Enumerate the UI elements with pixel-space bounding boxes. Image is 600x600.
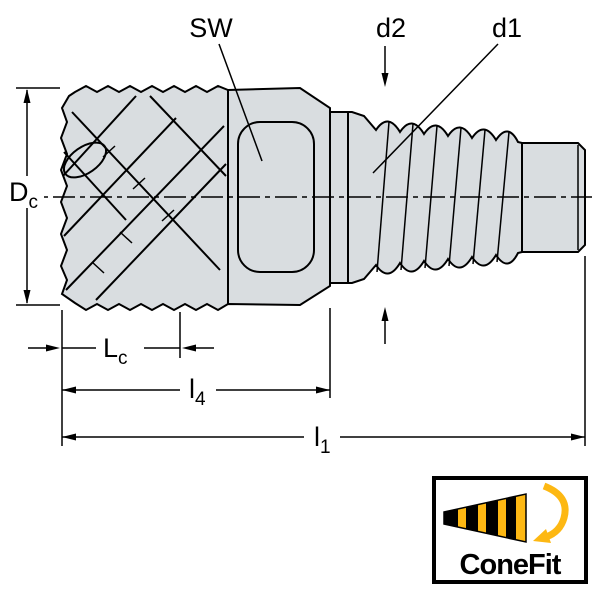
dimension-lc: Lc: [28, 310, 214, 446]
rotation-arrow-icon: [533, 482, 569, 543]
cutter-head: [59, 84, 331, 312]
arrowhead-left: [62, 433, 76, 441]
label-sw-group: SW: [189, 13, 263, 162]
flute-serration: [119, 231, 133, 244]
conefit-cone-icon: [443, 493, 527, 543]
leader-line: [372, 43, 499, 174]
conefit-logo: ConeFit: [432, 476, 588, 584]
dimension-d2: d2: [376, 13, 406, 344]
shank: [329, 111, 586, 284]
flute-serration: [132, 177, 146, 190]
flute-line: [149, 95, 227, 177]
arrowhead-left: [182, 344, 196, 352]
label-mask: [4, 176, 44, 208]
dimension-dc: Dc: [4, 87, 60, 306]
label-mask: [180, 374, 216, 406]
flute-serration: [91, 261, 105, 274]
label-d1: d1: [492, 13, 522, 43]
flute-line: [63, 117, 177, 237]
leader-line: [218, 43, 263, 162]
label-mask: [304, 422, 340, 452]
rotation-arrow-curve: [542, 482, 569, 541]
thread-helix-line: [376, 121, 390, 273]
cone-stripe: [444, 509, 458, 527]
flute-line: [71, 111, 221, 271]
arrowhead-down: [23, 290, 31, 304]
arrowhead-up: [381, 307, 389, 321]
flute-line: [63, 151, 127, 221]
flute-line: [62, 95, 137, 177]
label-l4: l4: [189, 374, 206, 410]
flute-face: [62, 141, 108, 179]
conefit-label: ConeFit: [460, 549, 562, 581]
label-dc: Dc: [9, 177, 38, 213]
label-d2: d2: [376, 13, 406, 43]
arrowhead-right: [571, 433, 585, 441]
arrowhead-right: [316, 386, 330, 394]
label-l1: l1: [314, 422, 331, 458]
label-mask: [96, 330, 144, 364]
dimension-l1: l1: [62, 256, 586, 458]
flutes: [62, 95, 227, 301]
arrowhead-down: [381, 73, 389, 87]
flute-line: [95, 163, 227, 301]
rotation-arrow-head: [533, 529, 551, 543]
label-d1-group: d1: [372, 13, 522, 174]
label-sw: SW: [189, 13, 233, 43]
arrowhead-right: [46, 344, 60, 352]
flute-serration: [161, 209, 175, 222]
arrowhead-up: [23, 89, 31, 103]
dimension-l4: l4: [62, 308, 331, 410]
cone-stripe: [466, 504, 478, 532]
label-lc: Lc: [103, 333, 128, 369]
flute-serration: [102, 145, 116, 158]
arrowhead-left: [62, 386, 76, 394]
cone-stripe: [506, 496, 516, 540]
cone-stripe: [486, 500, 498, 536]
